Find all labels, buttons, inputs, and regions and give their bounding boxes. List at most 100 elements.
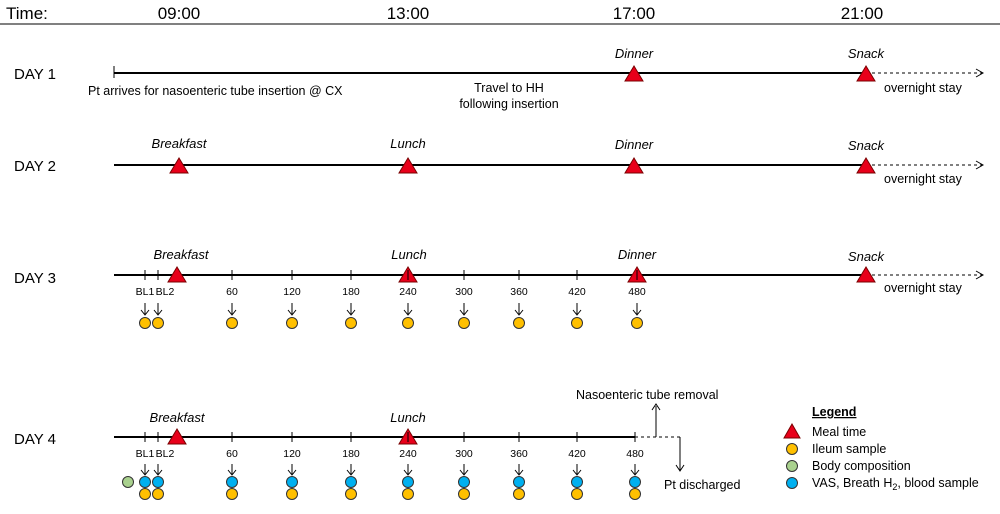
sample-arrowhead	[227, 469, 237, 476]
legend-label-ileum: Ileum sample	[812, 442, 886, 456]
removal-arrowhead	[651, 403, 661, 411]
day-2-meal-label-breakfast: Breakfast	[152, 136, 208, 151]
day-4-sample-420: 420	[568, 432, 586, 500]
day-2-meal-label-lunch: Lunch	[390, 136, 425, 151]
ileum-sample-dot	[402, 317, 414, 329]
sample-label: 120	[283, 448, 301, 460]
sample-arrowhead	[572, 469, 582, 476]
day-3-label: DAY 3	[14, 270, 56, 287]
sample-label: 480	[626, 448, 644, 460]
day-3-sample-180: 180	[342, 270, 360, 329]
day-3-sample-60: 60	[226, 270, 238, 329]
day-2-meal-label-dinner: Dinner	[615, 137, 654, 152]
sample-arrowhead	[514, 469, 524, 476]
vas-sample-dot	[402, 476, 414, 488]
sample-label: 360	[510, 286, 528, 298]
day-3-row: DAY 3 Breakfast Lunch Dinner Snack overn…	[14, 247, 985, 329]
day-3-sample-480: 480	[628, 270, 646, 329]
legend-body-icon	[786, 460, 798, 472]
day-1-travel-note-line2: following insertion	[459, 97, 558, 111]
ileum-sample-dot	[631, 317, 643, 329]
day-1-overnight-arrowhead	[975, 68, 985, 78]
day-3-sample-bl1: BL1	[136, 270, 154, 329]
sample-label: 300	[455, 286, 473, 298]
ileum-sample-dot	[286, 317, 298, 329]
legend-vas-icon	[786, 477, 798, 489]
sample-arrowhead	[459, 469, 469, 476]
day-4-sample-480: 480	[626, 432, 644, 500]
sample-arrowhead	[632, 309, 642, 316]
day-3-meal-label-dinner: Dinner	[618, 247, 657, 262]
time-header-label: Time:	[6, 4, 48, 23]
day-4-removal-note: Nasoenteric tube removal	[576, 388, 718, 402]
day-1-travel-note-line1: Travel to HH	[474, 81, 544, 95]
sample-label: 300	[455, 448, 473, 460]
legend-label-meal: Meal time	[812, 425, 866, 439]
day-4-sample-60: 60	[226, 432, 238, 500]
day-1-meal-label-snack: Snack	[848, 46, 886, 61]
day-4-sample-180: 180	[342, 432, 360, 500]
ileum-sample-dot	[629, 488, 641, 500]
day-4-discharge-note: Pt discharged	[664, 478, 740, 492]
day-2-meal-marker-lunch	[398, 157, 418, 174]
day-2-overnight-note: overnight stay	[884, 172, 963, 186]
day-3-sample-bl2: BL2	[152, 270, 174, 329]
legend-label-vas-sub: 2	[892, 482, 897, 492]
vas-sample-dot	[571, 476, 583, 488]
sample-arrowhead	[403, 469, 413, 476]
vas-sample-dot	[513, 476, 525, 488]
day-2-meal-marker-breakfast	[169, 157, 189, 174]
day-3-overnight-note: overnight stay	[884, 281, 963, 295]
sample-arrowhead	[140, 309, 150, 316]
day-4-label: DAY 4	[14, 431, 56, 448]
day-1-start-note: Pt arrives for nasoenteric tube insertio…	[88, 84, 343, 98]
vas-sample-dot	[286, 476, 298, 488]
sample-label: 60	[226, 448, 238, 460]
day-3-meal-marker-snack	[856, 266, 876, 283]
day-3-sample-360: 360	[510, 270, 528, 329]
ileum-sample-dot	[226, 488, 238, 500]
day-3-sample-420: 420	[568, 270, 586, 329]
ileum-sample-dot	[571, 317, 583, 329]
ileum-sample-dot	[458, 317, 470, 329]
day-2-meal-label-snack: Snack	[848, 138, 886, 153]
day-4-sample-300: 300	[455, 432, 473, 500]
legend-label-body: Body composition	[812, 459, 911, 473]
legend-ileum-icon	[786, 443, 798, 455]
sample-arrowhead	[287, 309, 297, 316]
sample-arrowhead	[140, 469, 150, 476]
sample-arrowhead	[514, 309, 524, 316]
day-3-overnight-arrowhead	[975, 270, 985, 280]
body-composition-dot	[122, 476, 134, 488]
ileum-sample-dot	[345, 488, 357, 500]
ileum-sample-dot	[139, 317, 151, 329]
sample-arrowhead	[403, 309, 413, 316]
legend-label-vas-suffix: , blood sample	[897, 476, 978, 490]
day-4-sample-240: 240	[399, 432, 417, 500]
day-4-sample-bl2: BL2	[152, 432, 174, 500]
sample-arrowhead	[227, 309, 237, 316]
vas-sample-dot	[152, 476, 164, 488]
day-1-label: DAY 1	[14, 66, 56, 83]
sample-label: 360	[510, 448, 528, 460]
vas-sample-dot	[226, 476, 238, 488]
day-4-meal-label-breakfast: Breakfast	[150, 410, 206, 425]
hour-label-2100: 21:00	[841, 4, 884, 23]
sample-arrowhead	[630, 469, 640, 476]
sample-label: 420	[568, 448, 586, 460]
legend-label-vas-main: VAS, Breath H	[812, 476, 892, 490]
ileum-sample-dot	[152, 317, 164, 329]
ileum-sample-dot	[152, 488, 164, 500]
day-3-sample-120: 120	[283, 270, 301, 329]
day-3-sample-240: 240	[399, 270, 417, 329]
hour-label-1300: 13:00	[387, 4, 430, 23]
day-4-meal-marker-breakfast	[167, 428, 187, 445]
day-2-row: DAY 2 Breakfast Lunch Dinner Snack overn…	[14, 136, 985, 186]
sample-arrowhead	[153, 309, 163, 316]
ileum-sample-dot	[513, 317, 525, 329]
ileum-sample-dot	[139, 488, 151, 500]
ileum-sample-dot	[571, 488, 583, 500]
ileum-sample-dot	[402, 488, 414, 500]
sample-arrowhead	[346, 469, 356, 476]
